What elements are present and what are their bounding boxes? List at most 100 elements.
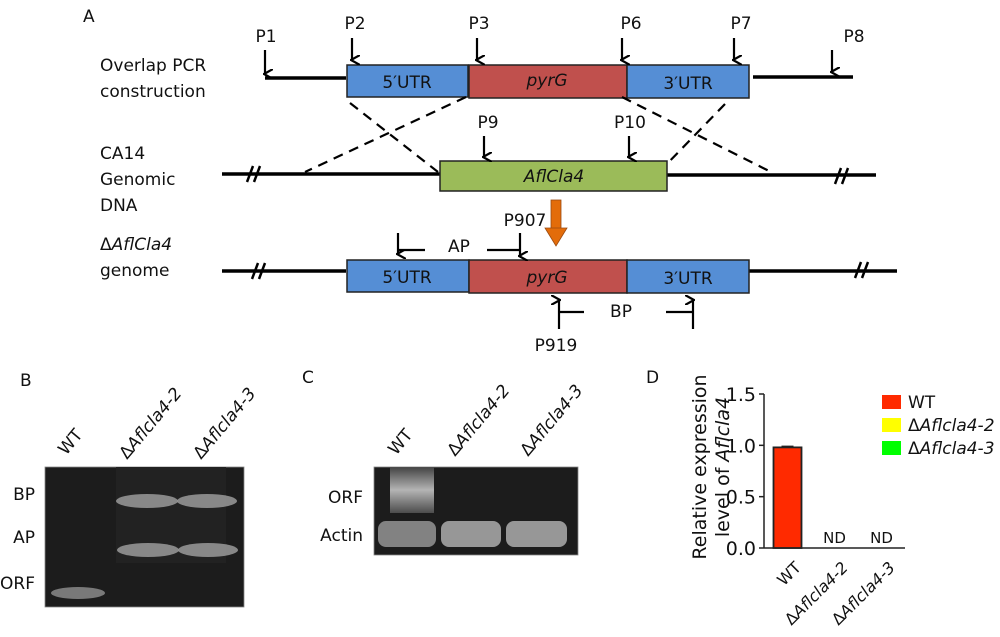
primer-p7-label: P7 <box>730 14 751 34</box>
y-tick-label: 1.5 <box>726 384 756 406</box>
legend-swatch <box>882 441 901 455</box>
primer-p9-label: P9 <box>477 113 498 133</box>
break-mark-icon <box>833 167 850 185</box>
ko-5utr-box <box>346 259 470 293</box>
gel-c-band <box>390 467 434 513</box>
genomic-aflcla4-box <box>439 160 668 192</box>
ko-pyrg-label: pyrG <box>525 268 567 288</box>
legend-label: ΔAflcla4-2 <box>908 416 995 436</box>
legend-label: WT <box>908 393 936 413</box>
gel-b-band <box>51 587 105 599</box>
break-mark-icon <box>853 261 870 279</box>
gel-c-image <box>373 466 579 556</box>
panel-label-d: D <box>646 368 659 388</box>
chart-y-ticks: 0.0 0.5 1.0 1.5 <box>726 384 764 560</box>
primer-p919: P919 <box>535 300 584 356</box>
primer-p1-label: P1 <box>255 27 276 47</box>
y-axis-label-line1: Relative expression <box>689 374 711 559</box>
primer-p6-label: P6 <box>620 14 641 34</box>
row-label-genome: genome <box>100 261 169 281</box>
primer-p2-label: P2 <box>344 14 365 34</box>
y-tick-label: 1.0 <box>726 435 756 457</box>
ap-primer-left <box>398 233 425 254</box>
x-tick-label: WT <box>773 558 805 590</box>
primer-p1: P1 <box>255 27 277 74</box>
genomic-aflcla4-label: AflCla4 <box>523 167 584 187</box>
transformation-arrow-icon <box>544 199 568 247</box>
crossover-dashed-lines <box>304 96 774 174</box>
bar-annotation: ND <box>823 529 846 547</box>
construct-pyrg-label: pyrG <box>525 71 567 91</box>
primer-p8: P8 <box>832 27 865 72</box>
y-tick-label: 0.0 <box>726 538 756 560</box>
bp-amplicon-label: BP <box>610 302 632 322</box>
gel-c-row-label-orf: ORF <box>328 488 363 508</box>
gel-b-image <box>44 466 245 608</box>
primer-p3-label: P3 <box>468 14 489 34</box>
gel-c-band <box>378 521 436 547</box>
gel-b-lane-labels: WT ΔAflcla4-2 ΔAflcla4-3 <box>55 384 261 463</box>
primer-p10-label: P10 <box>614 113 646 133</box>
gel-c-band <box>506 521 567 547</box>
gel-b-lane-label: WT <box>55 425 88 459</box>
primer-p907-label: P907 <box>504 211 547 231</box>
row-label-genomic: Genomic <box>100 170 175 190</box>
gel-b-band <box>177 494 237 508</box>
gel-c-band <box>441 521 501 547</box>
gel-b-row-label-orf: ORF <box>0 574 35 594</box>
gel-b-band <box>178 543 238 557</box>
gel-b-lane-label: ΔAflcla4-2 <box>116 384 187 463</box>
primer-p10: P10 <box>614 113 646 157</box>
panel-label-c: C <box>302 368 314 388</box>
break-mark-icon <box>245 165 262 183</box>
construct-5utr-label: 5′UTR <box>382 73 432 93</box>
chart-bars: ND ND <box>772 445 893 549</box>
construct-5utr-box <box>346 64 469 98</box>
bar <box>772 446 803 549</box>
primer-p7: P7 <box>730 14 752 60</box>
ko-5utr-label: 5′UTR <box>382 268 432 288</box>
primer-p3: P3 <box>468 14 490 60</box>
legend-swatch <box>882 395 901 409</box>
primer-p9: P9 <box>477 113 499 157</box>
primer-p907: P907 <box>487 211 546 256</box>
row-label-construction: construction <box>100 82 206 102</box>
construct-pyrg-box <box>468 64 628 99</box>
primer-p6: P6 <box>620 14 642 60</box>
gel-b-band <box>117 543 179 557</box>
gel-c-lane-labels: WT ΔAflcla4-2 ΔAflcla4-3 <box>385 381 588 460</box>
panel-label-a: A <box>83 7 95 27</box>
gel-b-lane-label: ΔAflcla4-3 <box>190 384 261 463</box>
row-label-ca14: CA14 <box>100 144 145 164</box>
gel-c-row-label-actin: Actin <box>320 526 363 546</box>
legend-label: ΔAflcla4-3 <box>908 439 995 459</box>
ko-3utr-box <box>626 259 750 294</box>
ap-amplicon-label: AP <box>448 237 470 257</box>
row-label-overlap-pcr: Overlap PCR <box>100 56 206 76</box>
break-mark-icon <box>250 262 267 280</box>
y-axis-label-line2: level of Aflcla4 <box>712 397 734 537</box>
construct-3utr-box <box>626 64 750 99</box>
gel-b-row-label-ap: AP <box>13 528 35 548</box>
gel-c-lane-label: ΔAflcla4-3 <box>517 381 588 460</box>
gel-c-lane-label: ΔAflcla4-2 <box>444 381 515 460</box>
construct-3utr-label: 3′UTR <box>663 74 713 94</box>
gel-b-row-label-bp: BP <box>13 485 35 505</box>
primer-p919-label: P919 <box>535 336 578 356</box>
chart-y-axis-label: Relative expression level of Aflcla4 <box>689 374 734 559</box>
legend-swatch <box>882 418 901 432</box>
gel-b-band <box>116 494 178 508</box>
gel-c-lane-label: WT <box>385 425 418 459</box>
y-tick-label: 0.5 <box>726 487 756 509</box>
primer-p8-label: P8 <box>843 27 864 47</box>
row-label-delta-aflcla4: ΔAflCla4 <box>100 235 172 255</box>
bar-annotation: ND <box>870 529 893 547</box>
ko-3utr-label: 3′UTR <box>663 269 713 289</box>
panel-label-b: B <box>20 371 32 391</box>
row-label-dna: DNA <box>100 196 138 216</box>
bp-primer-right <box>666 300 693 329</box>
primer-p2: P2 <box>344 14 366 60</box>
